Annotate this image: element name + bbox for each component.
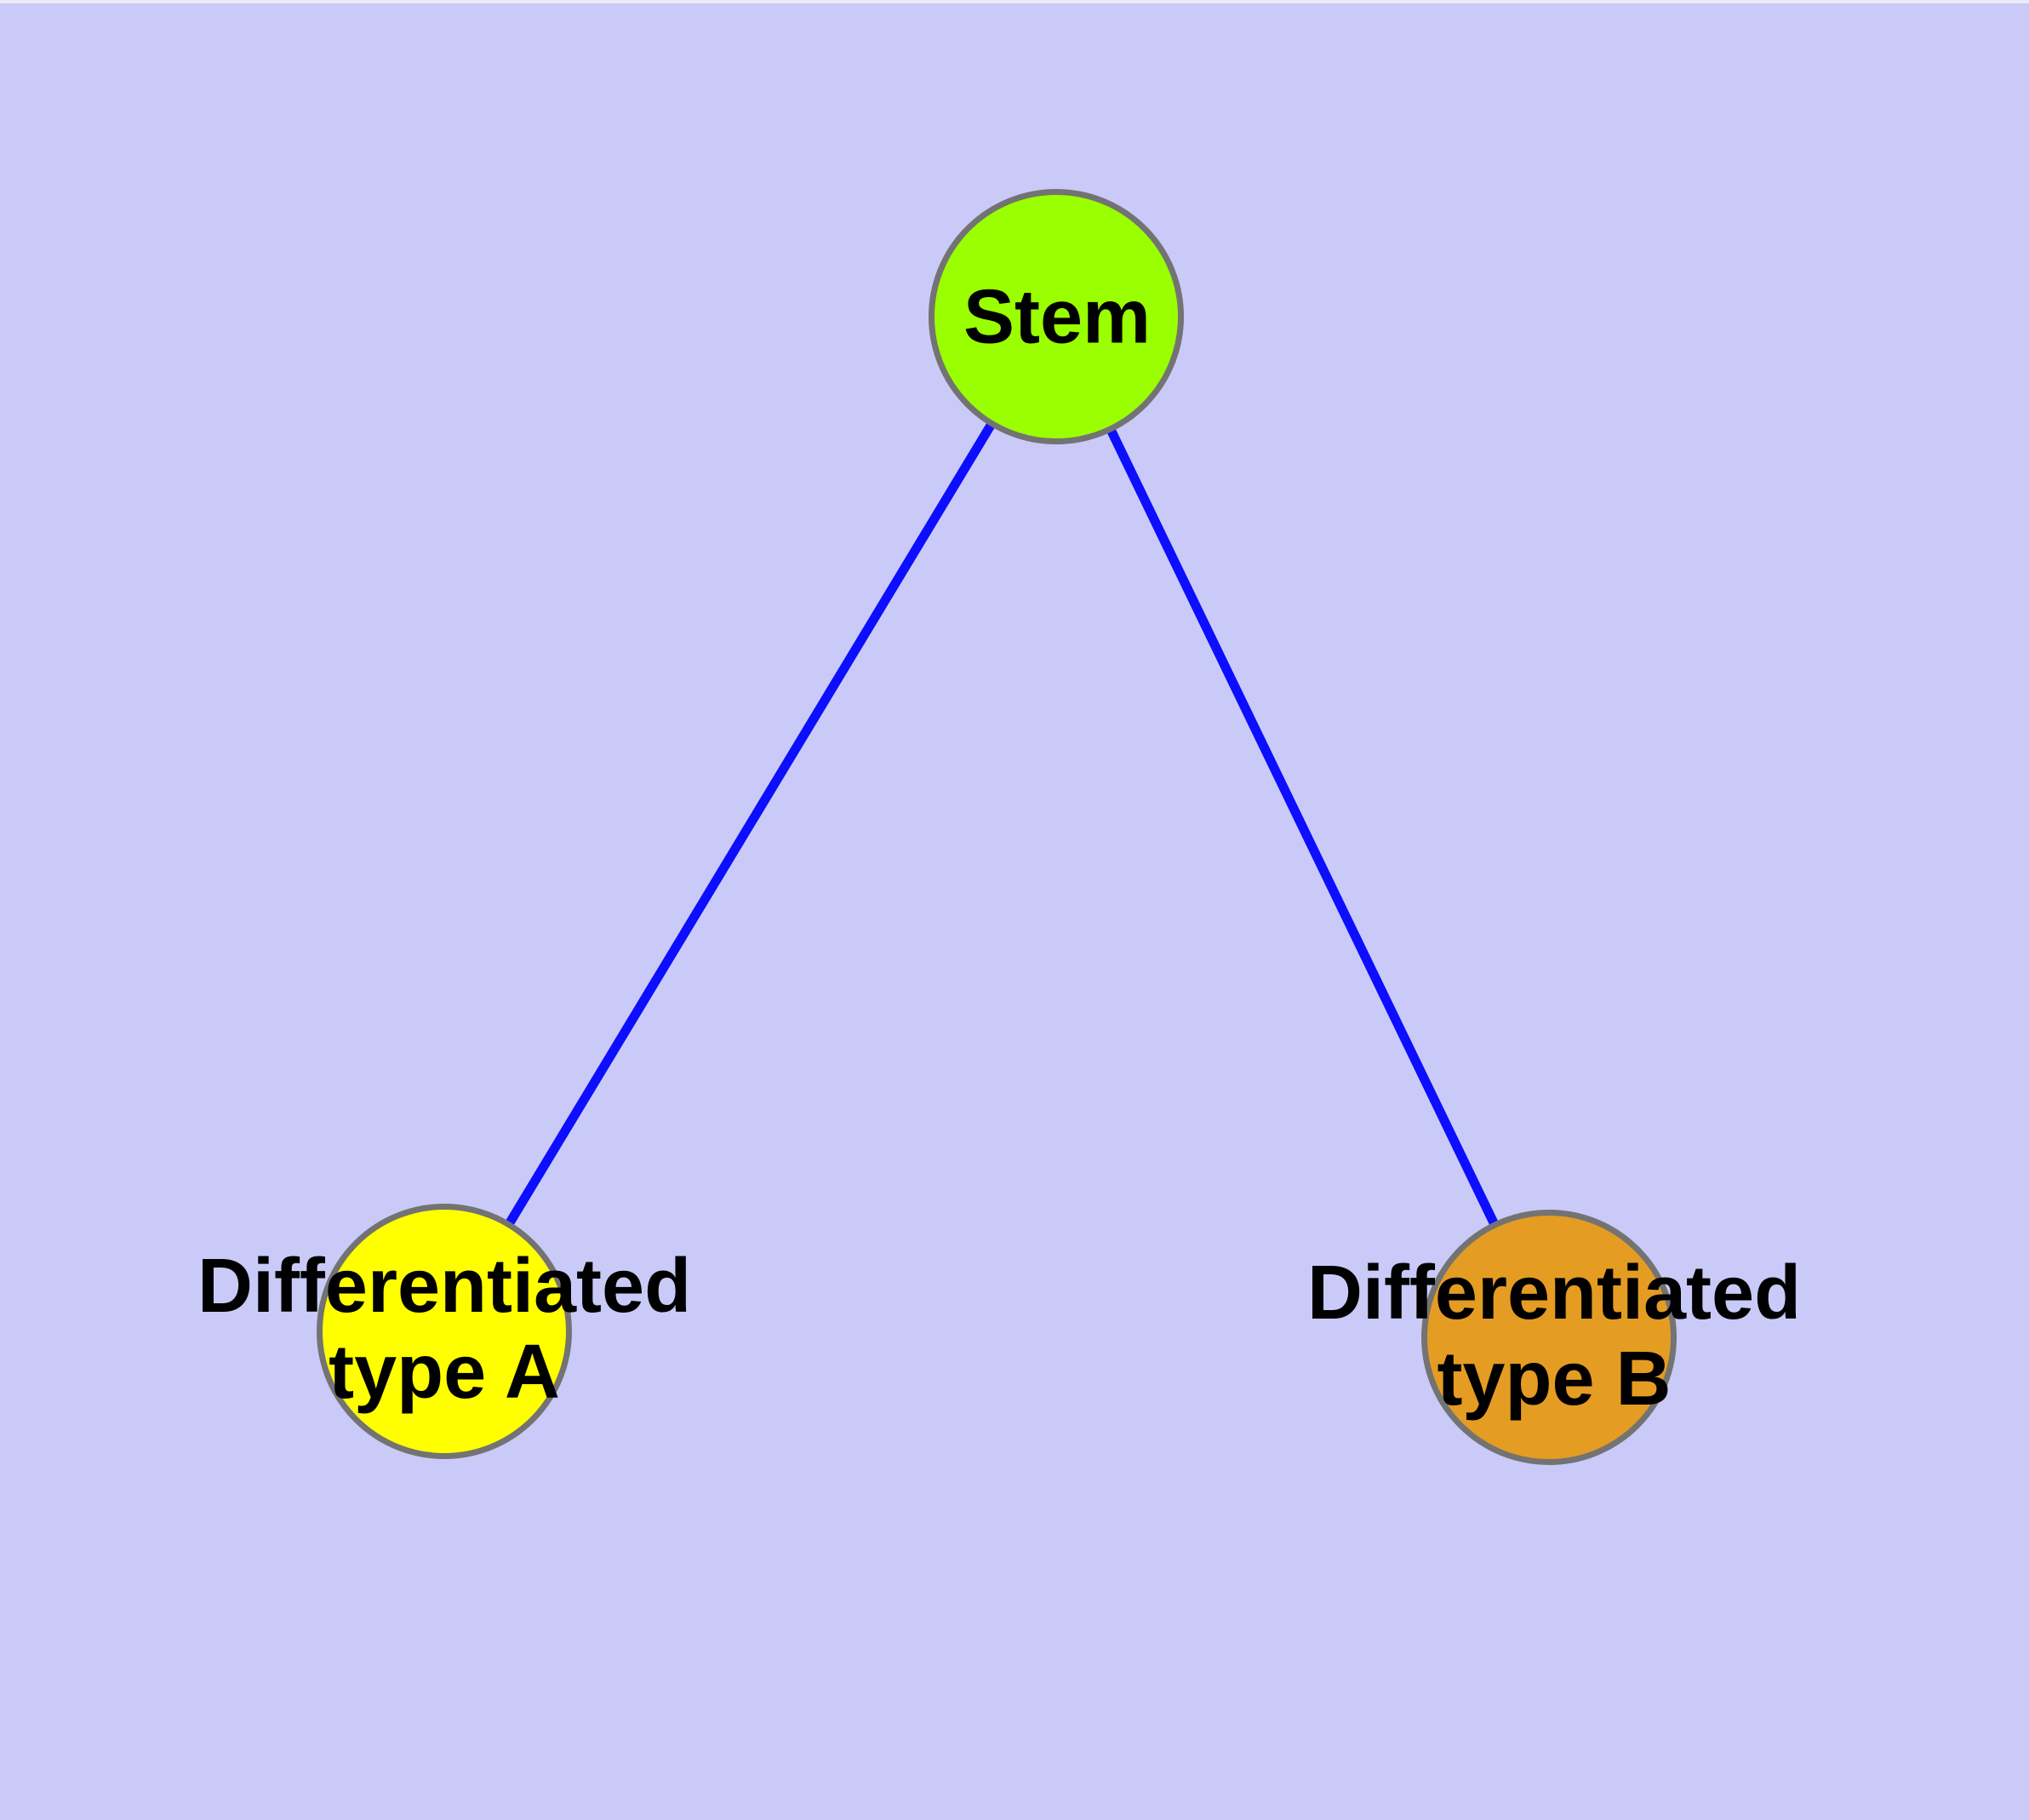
edge-stem-to-type-a — [440, 314, 1060, 1334]
node-type-a-label: Differentiated type A — [197, 1244, 692, 1415]
node-stem-label: Stem — [963, 274, 1152, 360]
edge-stem-to-type-b — [1052, 314, 1553, 1340]
top-edge-strip — [0, 0, 2029, 3]
node-type-b-circle — [1421, 1210, 1677, 1465]
node-stem-circle — [929, 189, 1184, 444]
node-type-b-label: Differentiated type B — [1306, 1251, 1802, 1422]
node-type-a-circle — [317, 1204, 572, 1459]
